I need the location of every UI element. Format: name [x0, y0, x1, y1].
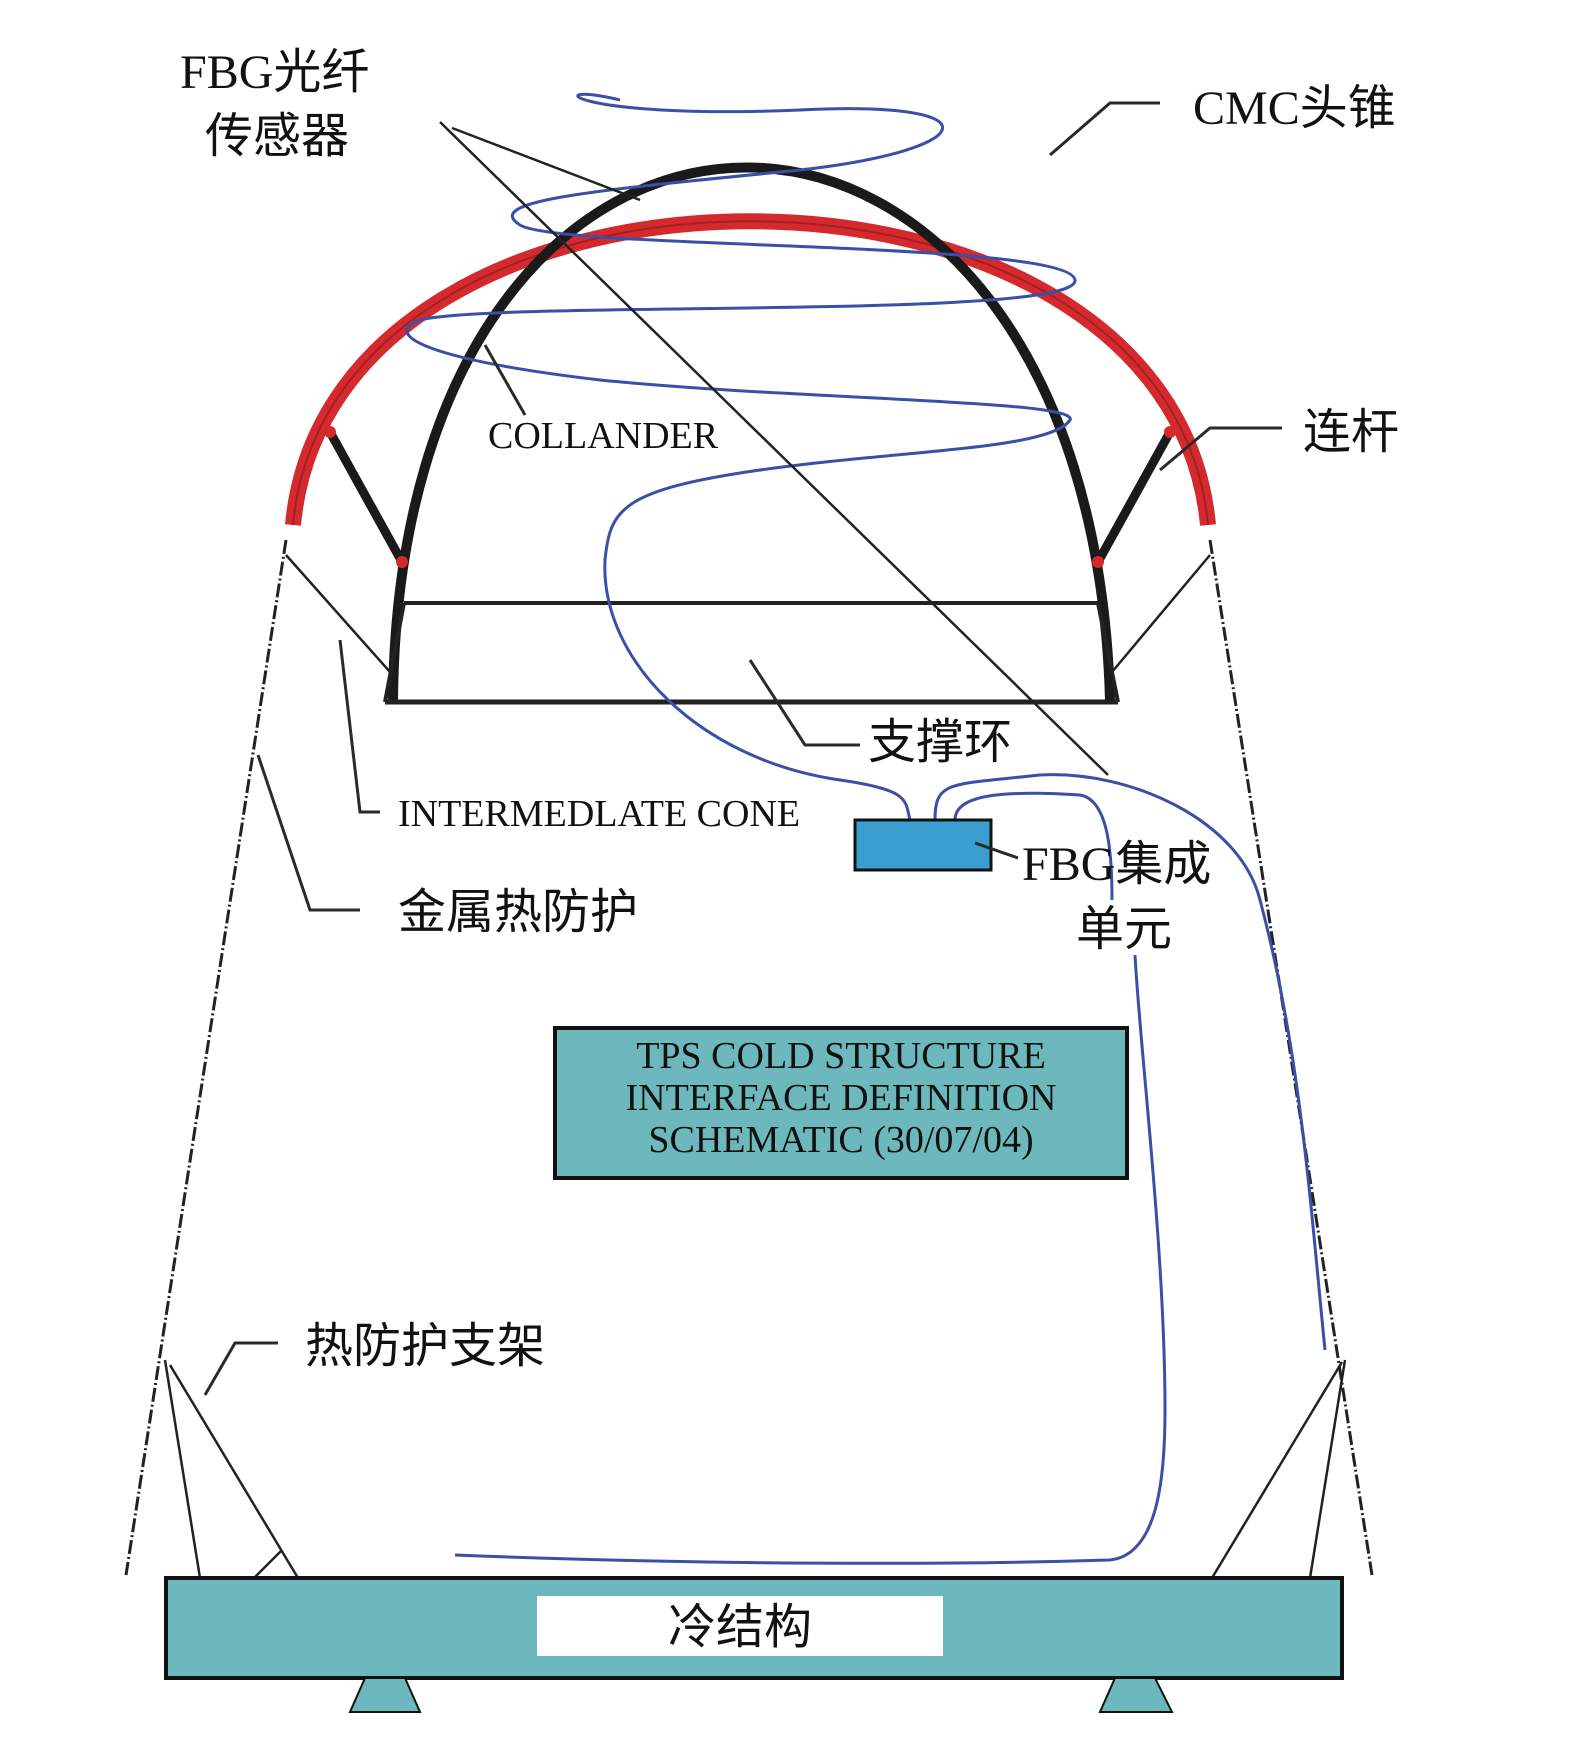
fbg-sensor-label-line1: FBG光纤	[180, 46, 369, 99]
cmc-nosecone-label: CMC头锥	[1193, 82, 1396, 135]
fbg-integrated-unit	[853, 818, 993, 872]
schematic-line-2: INTERFACE DEFINITION	[626, 1077, 1057, 1119]
collander-arch	[388, 162, 1115, 701]
support-ring	[383, 601, 1120, 705]
fbg-sensor-label-line2: 传感器	[205, 110, 349, 163]
fbg-sensor-leader-long	[439, 121, 1109, 776]
support-ring-label: 支撑环	[868, 716, 1012, 769]
schematic-line-3: SCHEMATIC (30/07/04)	[648, 1119, 1033, 1161]
cold-structure-label-panel	[537, 1596, 943, 1656]
link-rods	[324, 426, 1176, 568]
schematic-line-1: TPS COLD STRUCTURE	[636, 1035, 1046, 1077]
intermediate-cone-label: INTERMEDLATE CONE	[398, 793, 800, 835]
label-leaders	[203, 101, 1282, 1396]
cold-structure-label: 冷结构	[668, 1601, 812, 1654]
fbg-sensor-leader-short	[451, 126, 641, 202]
collander-label: COLLANDER	[488, 415, 719, 457]
fbg-fiber-spiral	[405, 92, 1077, 821]
fbg-unit-label-line1: FBG集成	[1022, 838, 1211, 891]
schematic-box	[553, 1026, 1129, 1180]
fbg-fiber-bottom-lead	[454, 954, 1167, 1565]
fbg-fiber-mid-lead	[953, 791, 1114, 901]
fbg-unit-label-line2: 单元	[1076, 903, 1172, 956]
metal-tps-label: 金属热防护	[398, 886, 638, 939]
cmc-nosecone-shell	[285, 213, 1216, 526]
link-rod-label: 连杆	[1303, 406, 1399, 459]
foot-right	[1098, 1677, 1174, 1713]
tps-bracket-label: 热防护支架	[305, 1320, 545, 1373]
fbg-fiber-right-lead	[933, 773, 1327, 1351]
foot-left	[348, 1677, 422, 1713]
tps-bracket	[163, 1359, 1347, 1579]
intermediate-cone-lines	[285, 554, 1211, 673]
